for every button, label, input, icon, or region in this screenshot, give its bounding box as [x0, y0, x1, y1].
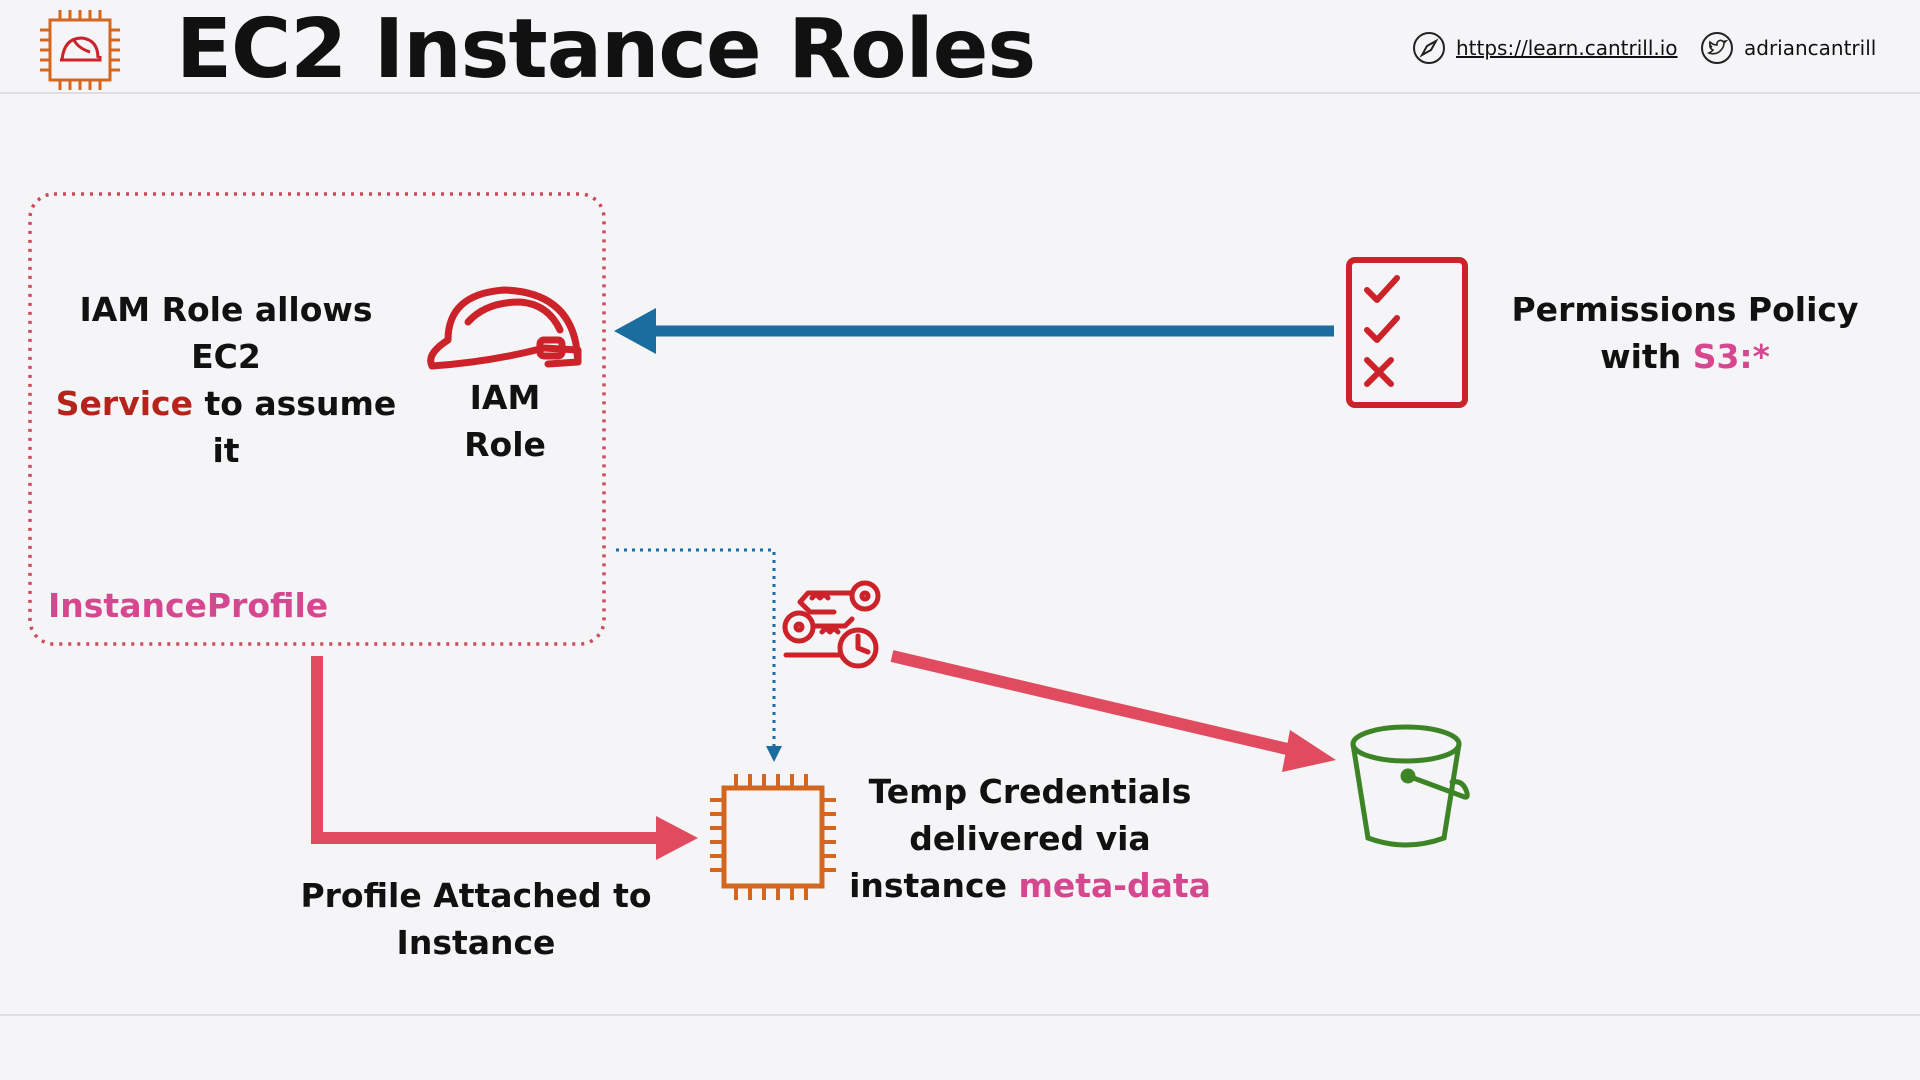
policy-arrow [614, 308, 1334, 354]
role-description: IAM Role allows EC2 Service to assume it [40, 286, 412, 474]
role-description-line1: IAM Role allows EC2 [79, 290, 373, 376]
role-description-line2: Service to assume it [40, 380, 412, 474]
temp-creds-line3: instance meta-data [830, 862, 1230, 909]
learn-link[interactable]: https://learn.cantrill.io [1412, 28, 1678, 68]
ec2-instance-chip-icon [710, 774, 836, 900]
iam-role-label-line2: Role [464, 425, 546, 464]
profile-attach-arrow [311, 656, 698, 860]
temporary-keys-icon [782, 580, 881, 669]
temp-creds-line2: delivered via [909, 819, 1151, 858]
twitter-link[interactable]: adriancantrill [1700, 28, 1876, 68]
s3-bucket-icon [1350, 724, 1470, 848]
permissions-policy-label: Permissions Policy with S3:* [1500, 286, 1870, 380]
temp-creds-instance-text: instance [849, 866, 1019, 905]
bottom-divider [0, 1014, 1920, 1016]
twitter-handle: adriancantrill [1744, 36, 1877, 60]
profile-attached-line2: Instance [396, 923, 556, 962]
metadata-dotted-arrow [616, 548, 782, 762]
service-text: Service [55, 384, 193, 423]
metadata-text: meta-data [1018, 866, 1211, 905]
profile-attached-line1: Profile Attached to [300, 876, 652, 915]
learn-url[interactable]: https://learn.cantrill.io [1456, 36, 1678, 60]
credentials-arrow [890, 650, 1336, 772]
temp-credentials-label: Temp Credentials delivered via instance … [830, 768, 1230, 909]
policy-line2: with S3:* [1500, 333, 1870, 380]
iam-role-label-line1: IAM [469, 378, 541, 417]
role-description-rest: to assume it [192, 384, 397, 470]
page-title: EC2 Instance Roles [176, 2, 1036, 97]
compass-icon [1413, 32, 1445, 64]
policy-line1: Permissions Policy [1511, 290, 1859, 329]
iam-role-label: IAM Role [440, 374, 570, 468]
twitter-bird-icon [1701, 32, 1733, 64]
profile-attached-label: Profile Attached to Instance [296, 872, 656, 966]
permissions-checklist-icon [1346, 257, 1468, 408]
s3-permission-text: S3:* [1692, 337, 1770, 376]
instance-profile-label: InstanceProfile [48, 586, 329, 625]
instance-profile-box [28, 192, 606, 646]
header-bar: EC2 Instance Roles https://learn.cantril… [0, 0, 1920, 97]
iam-role-helmet-icon [427, 286, 582, 370]
ec2-chip-helmet-icon [40, 10, 120, 90]
policy-with-text: with [1600, 337, 1693, 376]
temp-creds-line1: Temp Credentials [868, 772, 1192, 811]
